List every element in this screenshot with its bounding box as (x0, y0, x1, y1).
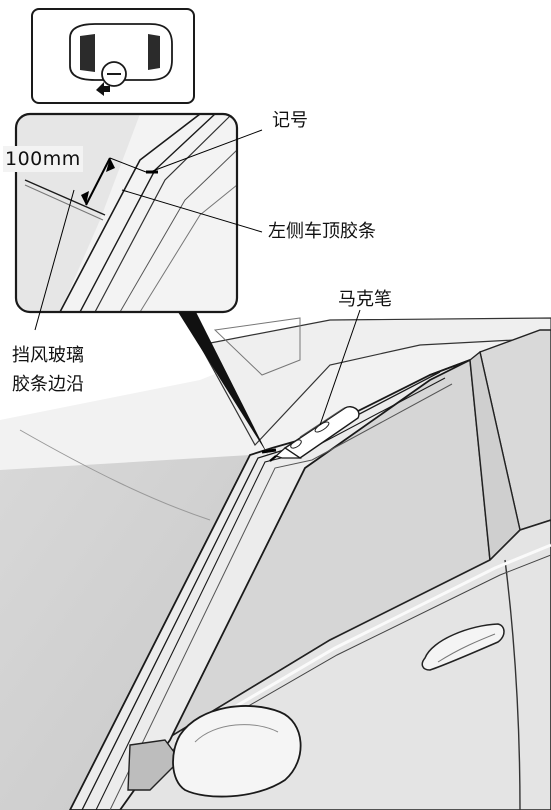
windshield-glass (0, 455, 250, 810)
leader-mark (149, 129, 263, 173)
label-windshield-edge-line2: 胶条边沿 (12, 374, 84, 395)
leader-windshield-edge (34, 189, 75, 331)
roof-molding-strip (81, 371, 441, 810)
label-dimension: 100mm (3, 146, 83, 172)
marker-pen (269, 406, 360, 462)
car-main-view (0, 317, 551, 810)
label-marker-pen: 马克笔 (338, 289, 392, 310)
label-mark: 记号 (272, 110, 308, 131)
label-roof-molding: 左侧车顶胶条 (268, 221, 376, 242)
leader-marker-pen (319, 309, 361, 426)
side-mirror (127, 705, 302, 798)
roof-panel (199, 317, 551, 447)
pillar-mark (261, 448, 277, 454)
leader-roof-molding (121, 189, 263, 233)
car-position-icon (31, 8, 195, 104)
leader-lines (34, 129, 361, 426)
label-windshield-edge-line1: 挡风玻璃 (12, 345, 84, 366)
door-handle (421, 623, 505, 671)
